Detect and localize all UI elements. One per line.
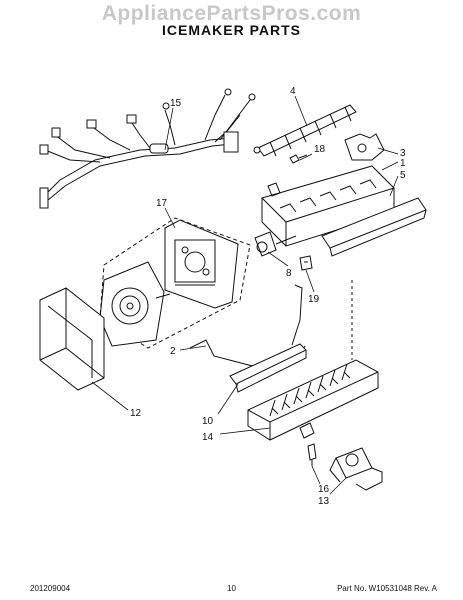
clip-drawing xyxy=(299,255,313,271)
tray-assembly-drawing xyxy=(247,359,379,441)
fill-cup-drawing xyxy=(321,197,427,257)
bearing-drawing xyxy=(344,133,385,161)
motor-drawing xyxy=(99,261,171,347)
fitting-drawing xyxy=(307,443,317,466)
callout-3: 3 xyxy=(400,148,406,159)
callout-4: 4 xyxy=(290,86,296,97)
leader-lines xyxy=(91,95,399,495)
callout-labels: 15 4 18 3 1 5 17 8 19 2 10 14 12 16 13 xyxy=(130,86,406,507)
callout-17: 17 xyxy=(156,198,168,209)
control-module-drawing xyxy=(99,217,251,349)
water-valve-drawing xyxy=(329,447,383,491)
wire-harness-drawing xyxy=(39,88,256,209)
callout-10: 10 xyxy=(202,416,214,427)
shutoff-arm-drawing xyxy=(291,284,303,346)
footer-code: 201209004 xyxy=(30,584,71,593)
callout-2: 2 xyxy=(170,346,176,357)
callout-12: 12 xyxy=(130,408,142,419)
footer-part-number: Part No. W10531048 Rev. A xyxy=(337,584,437,593)
callout-5: 5 xyxy=(400,170,406,181)
callout-16: 16 xyxy=(318,484,330,495)
callout-13: 13 xyxy=(318,496,330,507)
callout-1: 1 xyxy=(400,158,406,169)
callout-14: 14 xyxy=(202,432,214,443)
watermark-text: AppliancePartsPros.com xyxy=(101,2,362,25)
cover-plate-drawing xyxy=(229,343,307,393)
screw-drawing xyxy=(289,154,308,164)
thermostat-drawing xyxy=(254,231,297,257)
callout-8: 8 xyxy=(286,268,292,279)
footer-page-number: 10 xyxy=(227,584,236,593)
page-title: ICEMAKER PARTS xyxy=(162,22,301,38)
cover-drawing xyxy=(39,287,105,391)
callout-18: 18 xyxy=(314,144,326,155)
callout-19: 19 xyxy=(308,294,320,305)
callout-15: 15 xyxy=(170,98,182,109)
ejector-drawing xyxy=(253,104,357,157)
